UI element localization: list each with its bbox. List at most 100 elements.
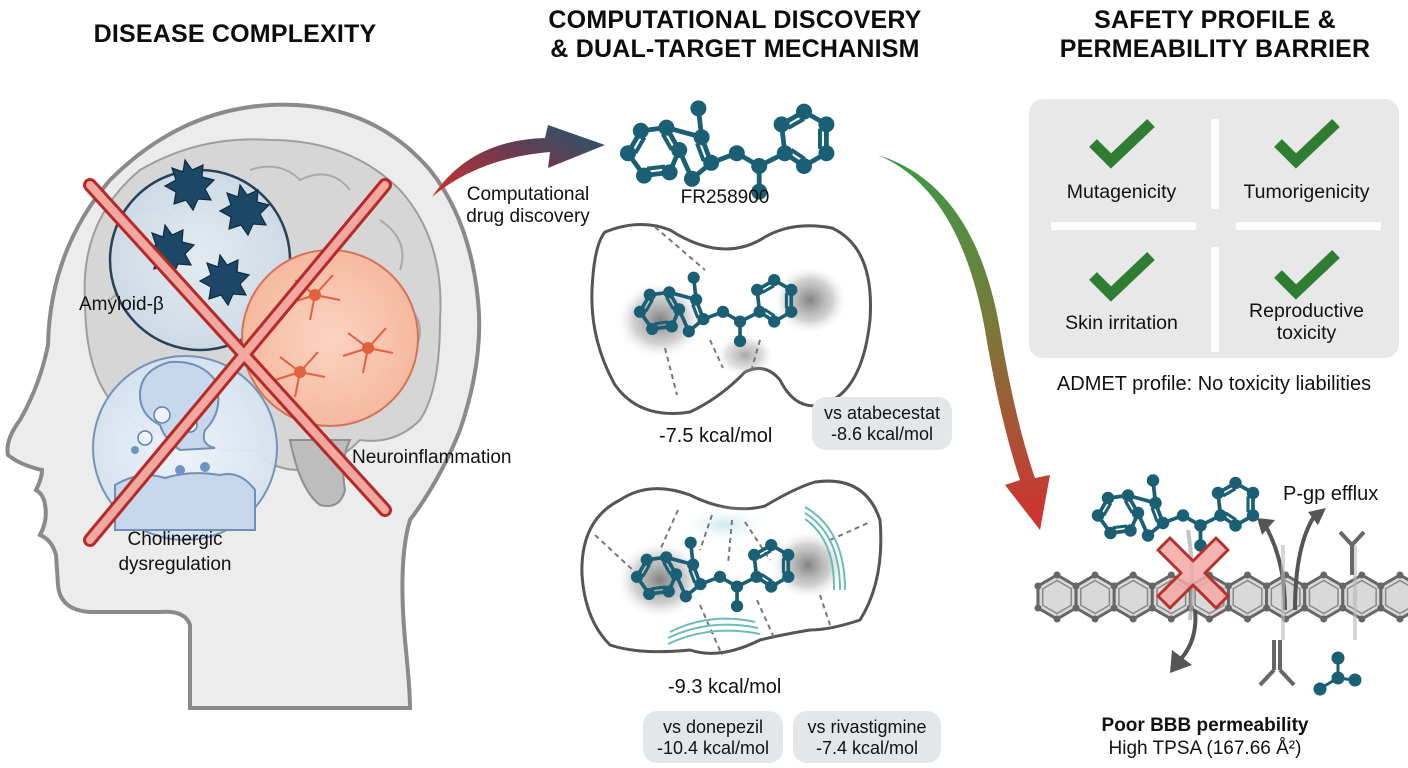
bbb-detail: High TPSA (167.66 Å²) xyxy=(1108,738,1302,759)
membrane-node xyxy=(1034,604,1042,612)
check-mutagenicity: Mutagenicity xyxy=(1029,99,1214,228)
membrane-node xyxy=(1377,604,1385,612)
membrane-node xyxy=(1034,582,1042,590)
disease-heading: DISEASE COMPLEXITY xyxy=(93,20,377,48)
atom xyxy=(1101,491,1115,505)
divider-horizontal-left xyxy=(1051,222,1196,230)
atom xyxy=(665,320,678,333)
atom xyxy=(682,325,695,338)
admet-summary: ADMET profile: No toxicity liabilities xyxy=(1056,373,1372,395)
membrane-inner-ring xyxy=(1270,579,1301,615)
atom xyxy=(1246,486,1260,500)
atom xyxy=(1194,519,1207,532)
membrane-node xyxy=(1053,615,1061,623)
double-bond xyxy=(1123,499,1134,514)
atom xyxy=(632,122,649,139)
double-bond xyxy=(688,568,697,584)
atom xyxy=(750,570,763,583)
membrane-node xyxy=(1224,582,1232,590)
atom xyxy=(1211,486,1225,500)
double-bond xyxy=(695,142,706,162)
membrane-hexagon xyxy=(1303,573,1345,621)
membrane-node xyxy=(1148,582,1156,590)
double-bond xyxy=(1222,487,1237,498)
blocked-arrow-icon xyxy=(1178,609,1198,662)
comparison-atabecestat: vs atabecestat -8.6 kcal/mol xyxy=(812,397,952,450)
amyloid-label: Amyloid-β xyxy=(79,294,164,315)
comparison-atabecestat-energy: -8.6 kcal/mol xyxy=(830,424,934,444)
double-bond xyxy=(787,117,805,130)
membrane-node xyxy=(1091,615,1099,623)
safety-heading: SAFETY PROFILE & PERMEABILITY BARRIER xyxy=(1030,6,1400,64)
membrane-node xyxy=(1339,604,1347,612)
atom xyxy=(690,100,707,117)
comparison-atabecestat-drug: vs atabecestat xyxy=(823,403,941,423)
atom xyxy=(660,551,673,564)
atom xyxy=(765,539,778,552)
check-label: Skin irritation xyxy=(1065,312,1178,334)
atom xyxy=(679,590,692,603)
check-icon xyxy=(1088,119,1155,169)
neuroinflammation-label: Neuroinflammation xyxy=(352,447,512,468)
double-bond xyxy=(644,298,654,313)
check-label-line2: toxicity xyxy=(1276,322,1337,344)
molecule-bbb xyxy=(1091,474,1260,552)
comparison-rivastigmine: vs rivastigmine -7.4 kcal/mol xyxy=(793,711,941,763)
cholinergic-label-line2: dysregulation xyxy=(118,554,232,575)
atom xyxy=(687,271,700,284)
discovery-heading-line2: & DUAL-TARGET MECHANISM xyxy=(550,35,920,63)
atom xyxy=(730,600,744,613)
membrane-node xyxy=(1205,615,1213,623)
atom xyxy=(765,580,778,593)
arrow-label: Computational drug discovery xyxy=(448,184,608,228)
membrane-hexagon xyxy=(1226,573,1269,621)
membrane-node xyxy=(1320,571,1328,579)
atom xyxy=(713,570,727,583)
comparison-rivastigmine-energy: -7.4 kcal/mol xyxy=(815,738,919,758)
membrane-inner-ring xyxy=(1041,579,1073,615)
bbb-title: Poor BBB permeability xyxy=(1101,715,1309,736)
double-bond xyxy=(760,572,773,583)
membrane-inner-ring xyxy=(1384,579,1408,615)
bbb-membrane xyxy=(1034,571,1408,623)
pgp-efflux-label: P-gp efflux xyxy=(1283,483,1379,505)
check-reproductive-toxicity: Reproductive toxicity xyxy=(1214,228,1399,357)
membrane-node xyxy=(1129,571,1137,579)
comparison-rivastigmine-drug: vs rivastigmine xyxy=(807,717,927,737)
atom xyxy=(636,167,652,184)
membrane-node xyxy=(1358,615,1366,623)
atom xyxy=(773,116,790,133)
membrane-node xyxy=(1110,582,1118,590)
double-bond xyxy=(1224,511,1237,522)
comparison-donepezil-energy: -10.4 kcal/mol xyxy=(656,738,770,758)
double-bond xyxy=(691,303,700,319)
membrane-node xyxy=(1339,582,1347,590)
membrane-node xyxy=(1072,582,1080,590)
arrow-label-line2: drug discovery xyxy=(466,206,590,227)
atom xyxy=(728,145,745,162)
double-bond xyxy=(641,563,651,578)
membrane-node xyxy=(1167,615,1175,623)
atom xyxy=(796,103,812,120)
atom xyxy=(694,578,707,591)
double-bond xyxy=(646,164,666,171)
membrane-node xyxy=(1396,615,1404,623)
divider-horizontal-right xyxy=(1236,222,1381,230)
atom xyxy=(671,142,688,158)
atom xyxy=(730,580,744,593)
atom xyxy=(751,158,768,174)
check-tumorigenicity: Tumorigenicity xyxy=(1214,99,1399,228)
comparison-donepezil-drug: vs donepezil xyxy=(662,717,764,737)
atom xyxy=(1141,529,1155,542)
check-label-line1: Reproductive xyxy=(1249,300,1364,322)
double-bond xyxy=(790,148,806,161)
atom xyxy=(733,315,747,328)
double-bond xyxy=(654,320,669,326)
membrane-node xyxy=(1263,604,1271,612)
atom xyxy=(684,170,700,187)
atom xyxy=(785,283,798,296)
atom xyxy=(768,274,781,287)
atom xyxy=(785,305,798,318)
molecule-docked-2 xyxy=(630,536,795,613)
